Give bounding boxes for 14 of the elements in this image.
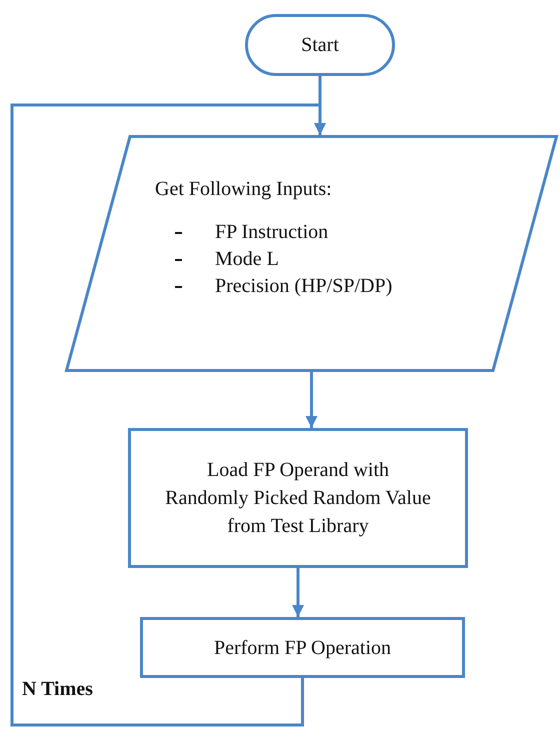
arrow <box>292 568 304 617</box>
step-text: Start <box>301 33 339 58</box>
list-item: FP Instruction <box>215 220 328 245</box>
start-terminal <box>245 14 395 76</box>
list-item: Mode L <box>215 247 279 272</box>
list-item: Precision (HP/SP/DP) <box>215 274 392 299</box>
process-box <box>140 617 465 678</box>
loop-arrow <box>10 104 326 726</box>
process-box <box>128 428 468 568</box>
step-text: Load FP Operand with Randomly Picked Random Value from Test Library <box>165 458 431 539</box>
step-text: Perform FP Operation <box>214 636 391 660</box>
arrow <box>306 372 318 428</box>
input-heading: Get Following Inputs: <box>155 177 332 202</box>
input-parallelogram <box>65 135 558 372</box>
